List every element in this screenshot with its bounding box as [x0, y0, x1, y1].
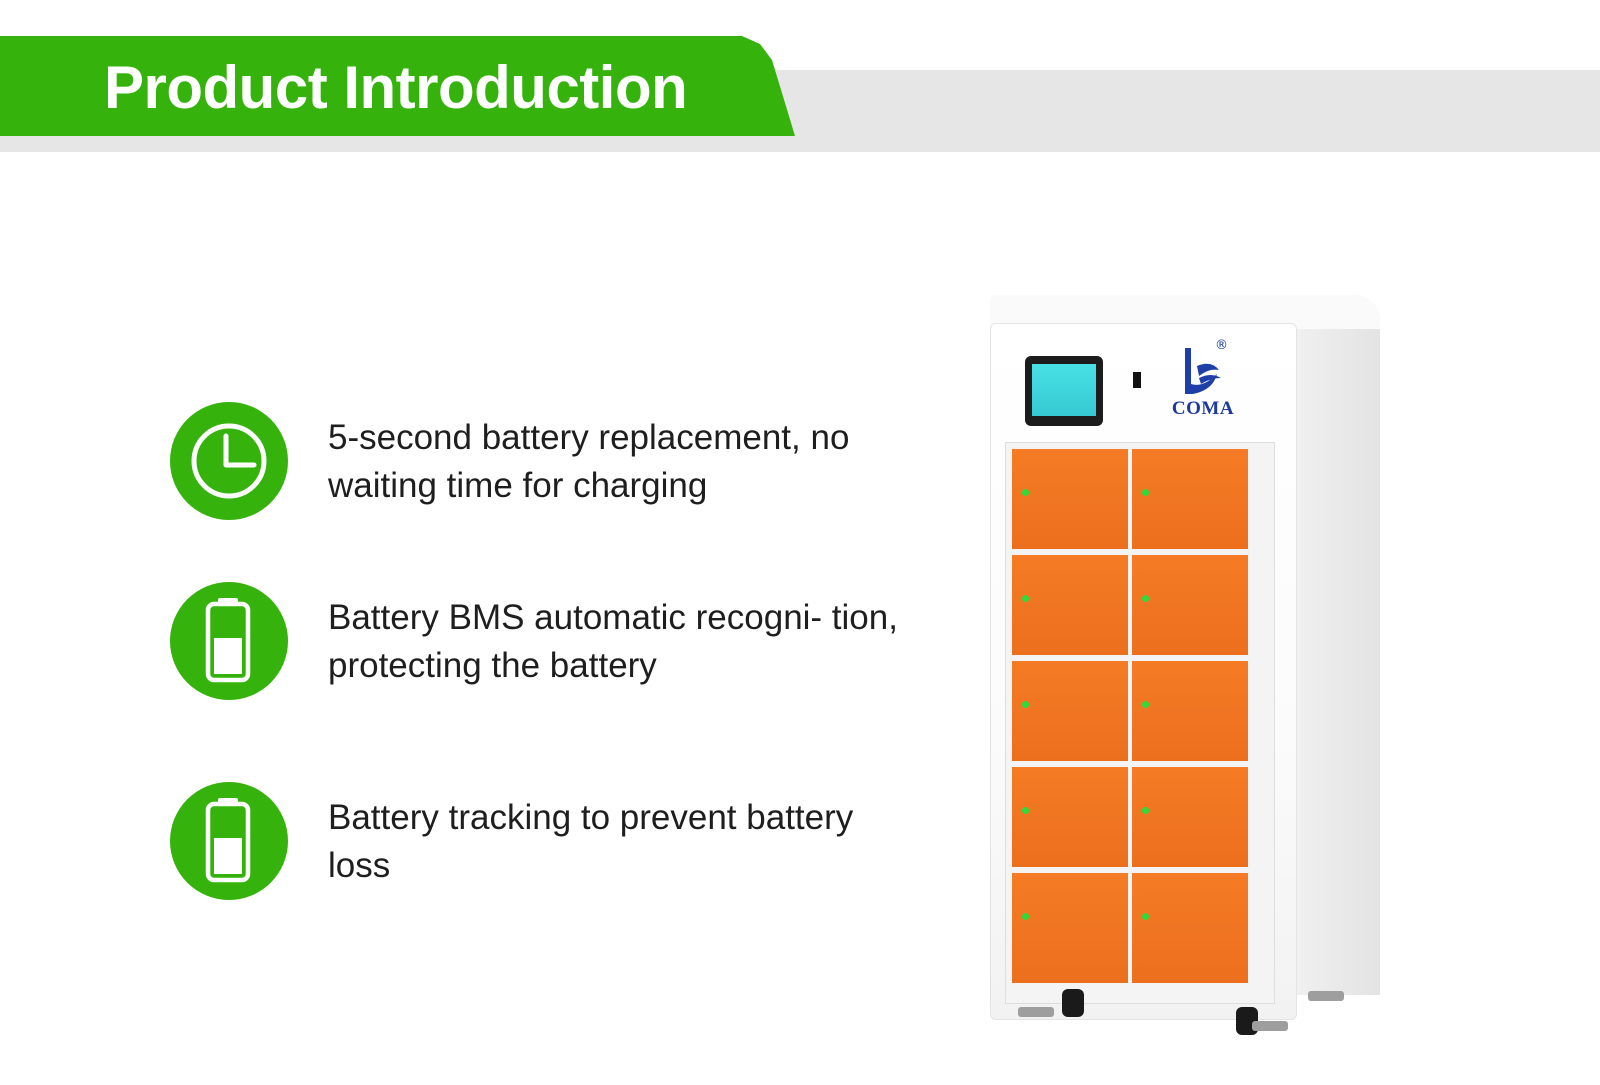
locker-door: [1132, 661, 1248, 761]
page-title: Product Introduction: [104, 54, 688, 121]
battery-icon: [205, 798, 251, 883]
feature-icon-circle: [170, 402, 288, 520]
status-led: [1142, 595, 1149, 602]
locker-door: [1012, 873, 1128, 983]
card-slot: [1133, 372, 1141, 388]
feature-text: 5-second battery replacement, no waiting…: [328, 418, 850, 505]
locker-door: [1012, 555, 1128, 655]
cabinet-touch-screen: [1025, 356, 1103, 426]
feature-text: Battery BMS automatic recogni- tion, pro…: [328, 598, 898, 685]
cabinet-foot: [1252, 1021, 1288, 1031]
cabinet-side-panel: [1290, 295, 1380, 995]
feature-item-tracking: Battery tracking to prevent battery loss: [170, 782, 910, 902]
battery-swap-cabinet: COMA ®: [990, 295, 1390, 1040]
locker-door: [1012, 661, 1128, 761]
feature-icon-circle: [170, 782, 288, 900]
status-led: [1142, 913, 1149, 920]
locker-door: [1012, 449, 1128, 549]
status-led: [1142, 489, 1149, 496]
battery-icon: [205, 598, 251, 683]
clock-icon: [191, 423, 267, 499]
cabinet-foot: [1308, 991, 1344, 1001]
coma-logo: COMA: [1163, 344, 1243, 424]
feature-text: Battery tracking to prevent battery loss: [328, 798, 854, 885]
coma-logo-icon: [1185, 348, 1221, 394]
registered-mark: ®: [1215, 338, 1228, 353]
feature-item-bms: Battery BMS automatic recogni- tion, pro…: [170, 582, 910, 702]
status-led: [1142, 807, 1149, 814]
screen-display: [1032, 364, 1096, 416]
status-led: [1022, 489, 1029, 496]
feature-icon-circle: [170, 582, 288, 700]
brand-name: COMA: [1171, 398, 1235, 419]
locker-door: [1132, 449, 1248, 549]
cabinet-front-panel: COMA ®: [990, 323, 1297, 1020]
status-led: [1022, 595, 1029, 602]
status-led: [1022, 913, 1029, 920]
cabinet-foot: [1018, 1007, 1054, 1017]
status-led: [1142, 701, 1149, 708]
locker-door: [1132, 555, 1248, 655]
locker-door: [1132, 873, 1248, 983]
locker-door-frame: [1005, 442, 1275, 1004]
header-tab: [0, 36, 795, 136]
cabinet-wheel: [1062, 989, 1084, 1017]
status-led: [1022, 807, 1029, 814]
locker-door: [1012, 767, 1128, 867]
locker-door: [1132, 767, 1248, 867]
feature-item-replacement: 5-second battery replacement, no waiting…: [170, 402, 910, 522]
status-led: [1022, 701, 1029, 708]
